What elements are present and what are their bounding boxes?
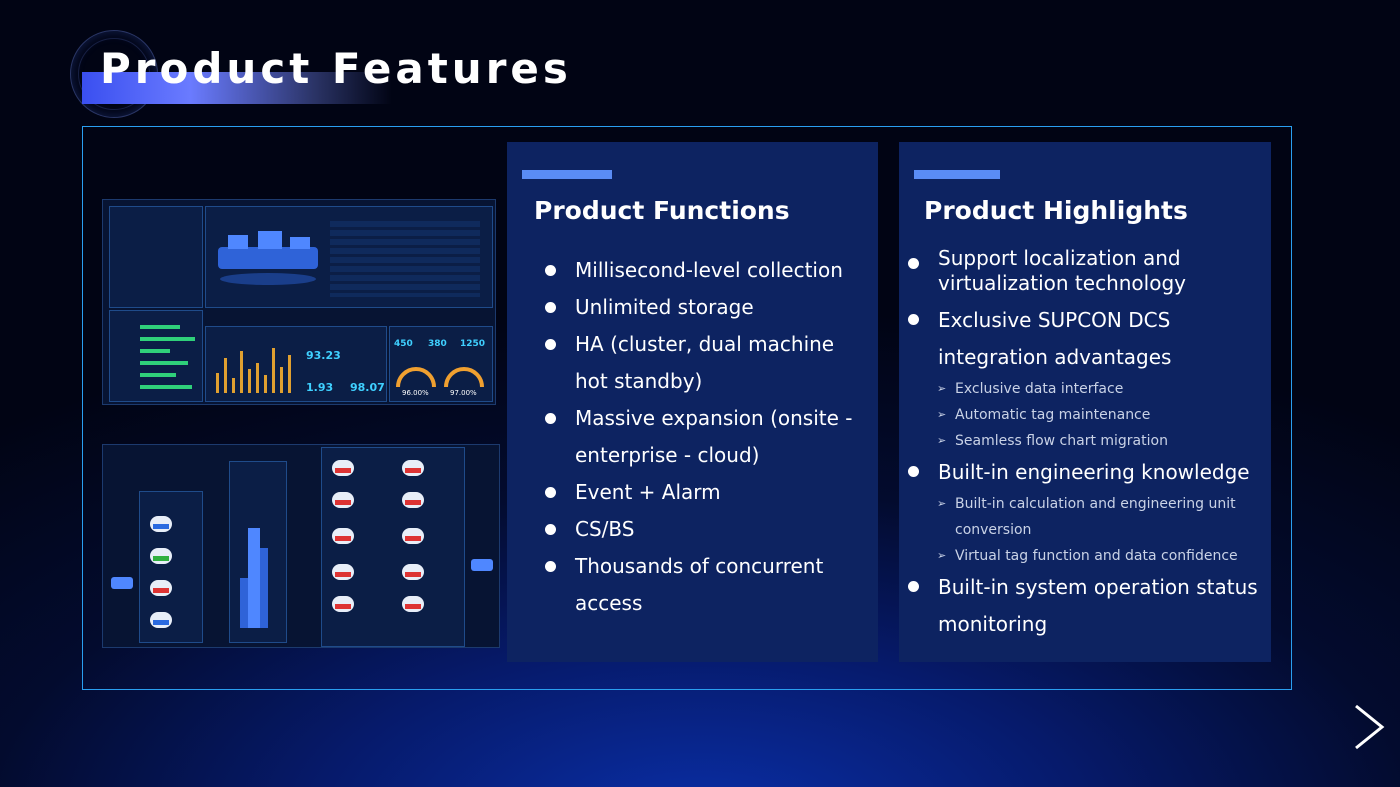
distillation-tower-image — [240, 528, 268, 628]
list-item: HA (cluster, dual machine hot standby) — [545, 326, 865, 400]
panel-heading: Product Highlights — [924, 196, 1188, 225]
sub-list-item: Seamless flow chart migration — [907, 428, 1267, 454]
readout-value: 450 — [394, 339, 413, 349]
panel-accent-bar — [522, 170, 612, 179]
tower-panel — [229, 461, 287, 643]
list-item: Built-in system operation status monitor… — [907, 569, 1267, 643]
readout-value: 93.23 — [306, 349, 341, 362]
flowchart-screenshot — [102, 444, 500, 648]
title-block: Product Features — [70, 30, 568, 120]
list-item: CS/BS — [545, 511, 865, 548]
sub-list-item: Exclusive data interface — [907, 376, 1267, 402]
content-frame — [82, 126, 1292, 690]
tank-grid — [321, 447, 465, 647]
tank-group-left — [139, 491, 203, 643]
functions-list: Millisecond-level collection Unlimited s… — [545, 252, 865, 622]
sub-list-item: Automatic tag maintenance — [907, 402, 1267, 428]
chevron-right-icon[interactable] — [1350, 704, 1390, 750]
sub-list-item: Built-in calculation and engineering uni… — [907, 491, 1267, 543]
product-functions-panel: Product Functions Millisecond-level coll… — [507, 142, 878, 662]
truck-icon — [111, 577, 133, 589]
sub-list-item: Virtual tag function and data confidence — [907, 543, 1267, 569]
list-item: Thousands of concurrent access — [545, 548, 865, 622]
list-item: Event + Alarm — [545, 474, 865, 511]
readout-value: 1250 — [460, 339, 486, 349]
dashboard-screenshot: 93.23 1.93 98.07 450 380 1250 96.00% 97.… — [102, 199, 496, 405]
gauge-value: 96.00% — [402, 389, 429, 397]
record-table — [330, 221, 480, 297]
readout-value: 1.93 — [306, 381, 334, 394]
equipment-panel — [205, 206, 493, 308]
readout-value: 380 — [428, 339, 447, 349]
truck-icon — [471, 559, 493, 571]
page-title: Product Features — [100, 44, 572, 93]
list-item: Exclusive SUPCON DCS integration advanta… — [907, 302, 1267, 376]
gauge-value: 97.00% — [450, 389, 477, 397]
trend-bars — [212, 343, 300, 393]
equipment-model-image — [218, 231, 318, 285]
list-item: Unlimited storage — [545, 289, 865, 326]
trend-chart-panel: 93.23 1.93 98.07 — [205, 326, 387, 402]
product-highlights-panel: Product Highlights Support localization … — [899, 142, 1271, 662]
gauge-panel: 450 380 1250 96.00% 97.00% — [389, 326, 493, 402]
list-item: Support localization and virtualization … — [907, 246, 1267, 296]
panel-accent-bar — [914, 170, 1000, 179]
panel-heading: Product Functions — [534, 196, 790, 225]
readout-value: 98.07 — [350, 381, 385, 394]
progress-panel — [109, 310, 203, 402]
title-highlight-bar — [82, 72, 392, 104]
list-item: Massive expansion (onsite - enterprise -… — [545, 400, 865, 474]
list-item: Built-in engineering knowledge — [907, 454, 1267, 491]
list-item: Millisecond-level collection — [545, 252, 865, 289]
alarm-list-panel — [109, 206, 203, 308]
gauge-dials — [396, 367, 484, 388]
highlights-list: Support localization and virtualization … — [907, 246, 1267, 643]
